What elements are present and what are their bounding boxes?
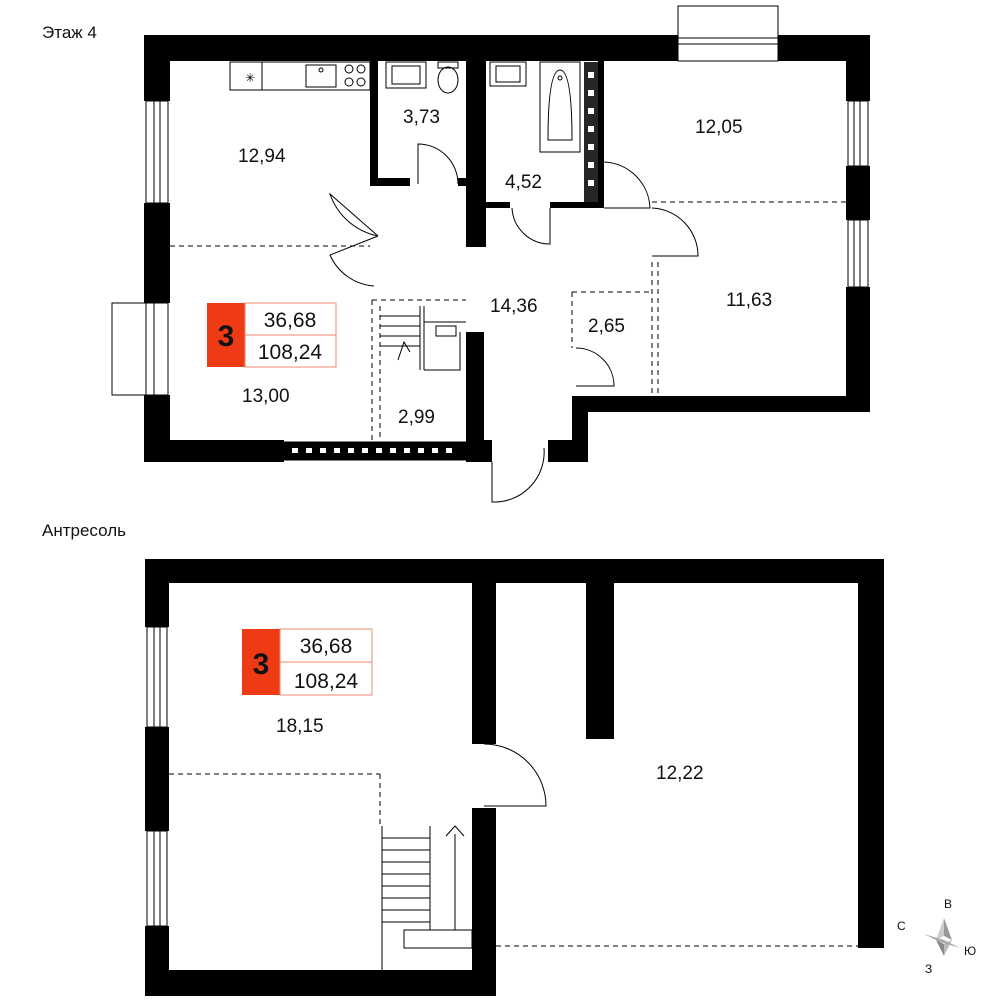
- floor4-fixtures: ✳: [229, 61, 581, 153]
- room-area-stair: 2,99: [398, 407, 435, 428]
- badge-total-area: 108,24: [258, 341, 323, 364]
- mezzanine-badge: 3 36,68 108,24: [242, 628, 373, 696]
- room-area-hall: 14,36: [490, 296, 538, 317]
- badge-room-count: 3: [218, 320, 235, 353]
- room-area-bedroom-top-right: 12,05: [695, 117, 743, 138]
- badge-living-area: 36,68: [300, 635, 353, 658]
- floor4-dashed: [170, 201, 846, 440]
- floor4-title: Этаж 4: [42, 23, 97, 42]
- badge-total-area: 108,24: [294, 670, 359, 693]
- badge-living-area: 36,68: [264, 309, 317, 332]
- mezzanine-windows: [146, 626, 168, 927]
- svg-text:✳: ✳: [245, 71, 255, 85]
- room-area-mezzanine-left: 18,15: [276, 716, 324, 737]
- compass-north-label: С: [897, 919, 906, 933]
- mezzanine-plan: Антресоль: [42, 521, 884, 996]
- badge-room-count: 3: [253, 648, 270, 681]
- floor4-windows: [111, 5, 869, 461]
- compass: С В Ю З: [897, 897, 976, 976]
- compass-west-label: З: [925, 962, 932, 976]
- room-area-closet: 2,65: [588, 316, 625, 337]
- room-area-bath: 4,52: [505, 172, 542, 193]
- room-area-kitchen: 12,94: [238, 146, 286, 167]
- mezzanine-stairs: [381, 825, 473, 970]
- floor4-walls: [144, 35, 870, 462]
- mezzanine-room-labels: 18,15 12,22: [276, 716, 704, 784]
- room-area-mezzanine-right: 12,22: [656, 763, 704, 784]
- floor4-doors: [328, 143, 699, 503]
- floor4-vent-holes: [292, 72, 594, 453]
- floor4-plan: Этаж 4: [42, 5, 870, 503]
- floor4-stairs: [380, 306, 466, 371]
- compass-east-label: В: [944, 897, 952, 911]
- floor4-badge: 3 36,68 108,24: [207, 302, 337, 368]
- room-area-wc: 3,73: [403, 107, 440, 128]
- mezzanine-walls: [145, 559, 884, 996]
- compass-south-label: Ю: [964, 944, 976, 958]
- mezzanine-door: [483, 743, 547, 807]
- room-area-living: 13,00: [242, 386, 290, 407]
- floor4-room-labels: 12,94 3,73 4,52 12,05 14,36 11,63 2,65 1…: [238, 107, 772, 428]
- room-area-bedroom-right: 11,63: [726, 290, 772, 311]
- mezzanine-dashed: [169, 773, 858, 947]
- mezzanine-title: Антресоль: [42, 521, 126, 540]
